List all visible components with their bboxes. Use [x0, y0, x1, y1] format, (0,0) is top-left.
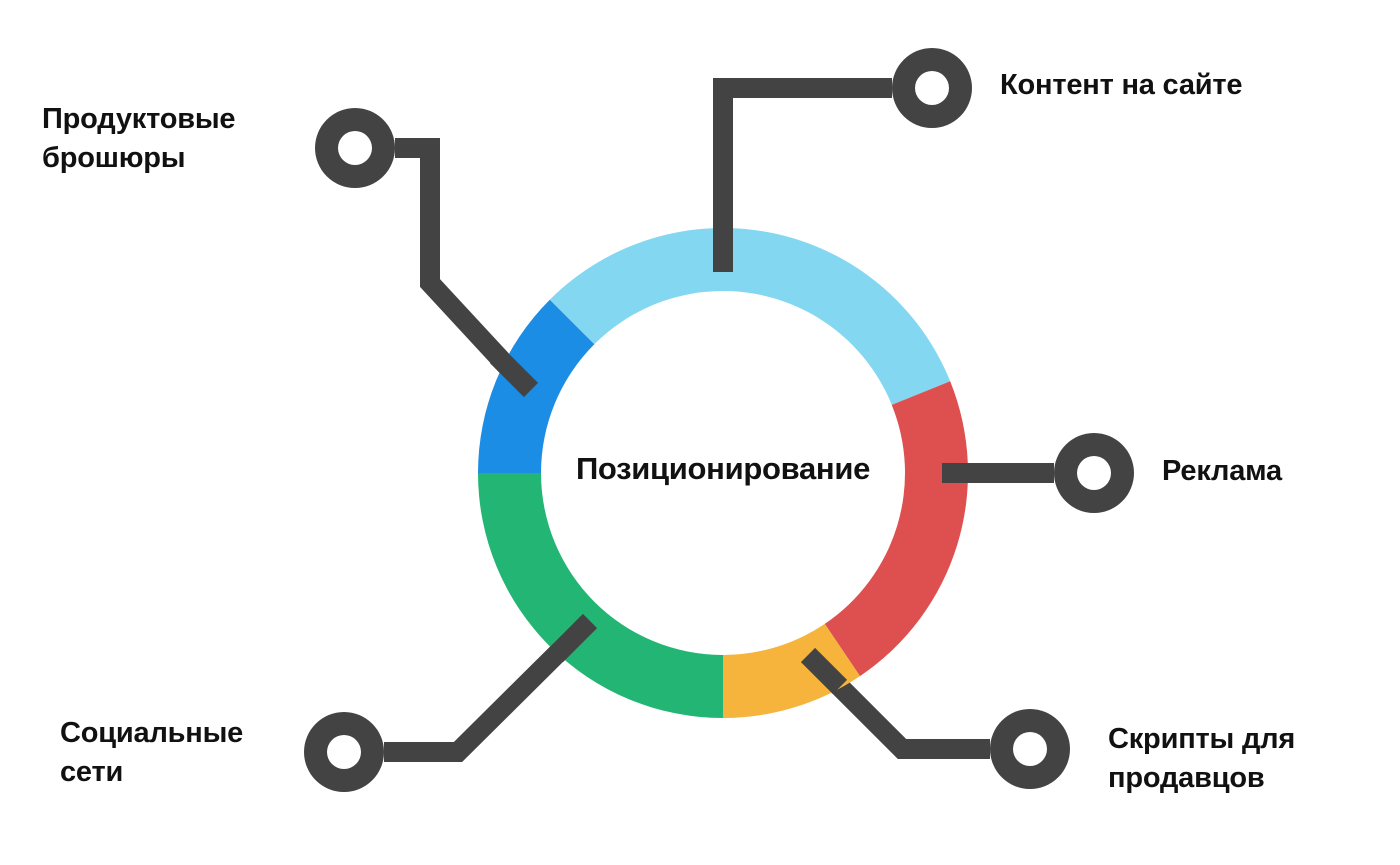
- donut-ring: [478, 228, 968, 718]
- node-content[interactable]: [892, 48, 972, 128]
- label-social-networks: Социальные сети: [60, 717, 244, 788]
- connector-brochures-stub: [489, 348, 539, 398]
- connector-nodes: [304, 48, 1134, 792]
- connector-scripts-stub: [800, 647, 848, 695]
- node-brochures[interactable]: [315, 108, 395, 188]
- donut-segment-ads[interactable]: [824, 381, 968, 677]
- connector-overlays: [489, 227, 985, 695]
- node-social[interactable]: [304, 712, 384, 792]
- node-scripts[interactable]: [990, 709, 1070, 789]
- label-advertising: Реклама: [1162, 455, 1282, 487]
- donut-segment-brochures[interactable]: [478, 299, 595, 473]
- donut-segment-scripts[interactable]: [723, 623, 861, 718]
- donut-segment-social[interactable]: [478, 473, 723, 718]
- donut-segment-content[interactable]: [549, 228, 951, 405]
- center-hub-label: Позиционирование: [575, 451, 871, 486]
- connector-brochures: [395, 138, 537, 397]
- label-website-content: Контент на сайте: [1000, 69, 1243, 101]
- label-product-brochures: Продуктовые брошюры: [42, 103, 236, 174]
- node-ads[interactable]: [1054, 433, 1134, 513]
- connector-social-stub: [548, 613, 598, 663]
- label-sales-scripts: Скрипты для продавцов: [1108, 723, 1296, 794]
- connector-social: [384, 615, 596, 762]
- connector-content: [713, 78, 892, 270]
